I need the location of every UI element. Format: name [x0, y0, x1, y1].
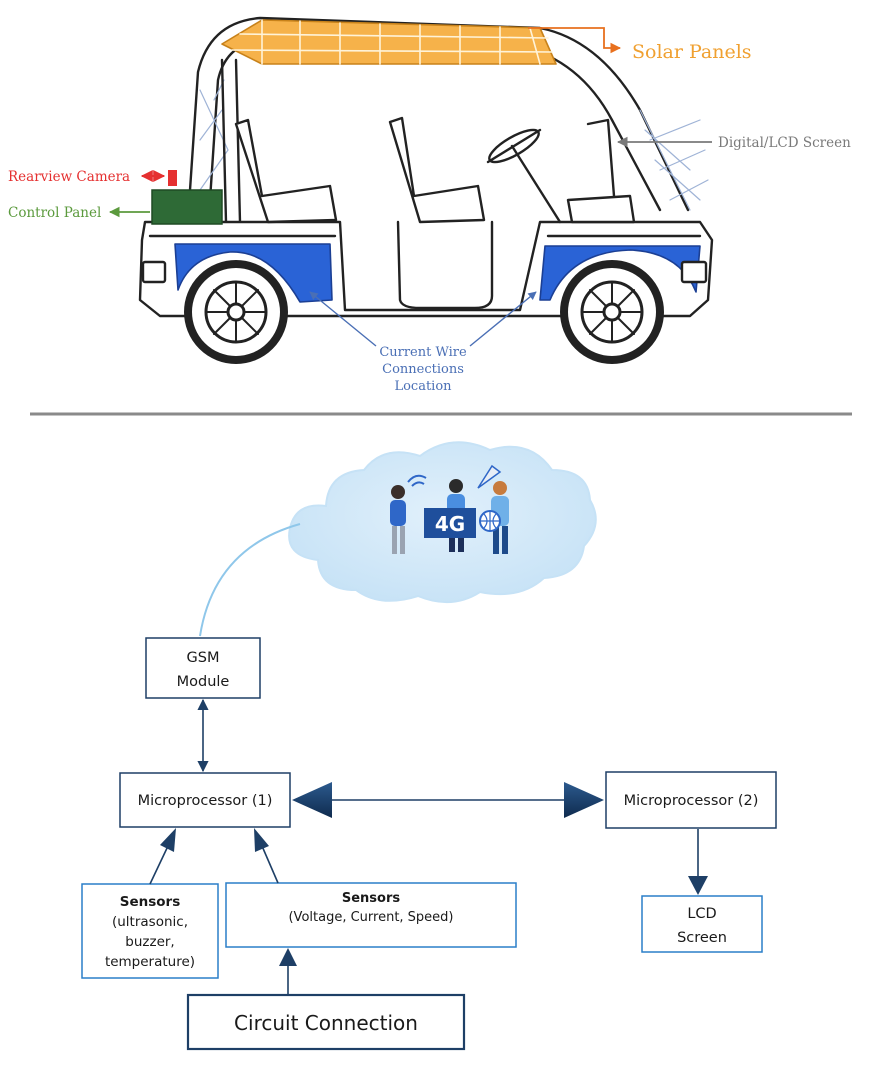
wire-label-line1: Current Wire: [379, 345, 467, 360]
rearview-camera-marker: [168, 170, 177, 186]
circuit-connection-box: [186, 993, 466, 1051]
gsm-module-line2: Module: [177, 674, 230, 690]
sensors2-arrowhead: [254, 828, 269, 852]
micro-link-arrowhead-right: [564, 782, 604, 818]
wire-arrow-right: [469, 291, 537, 347]
solar-panels-arrow: [528, 27, 622, 54]
sensors1-micro1-connector: [149, 845, 169, 885]
lcd-screen-box: [641, 895, 763, 953]
gsm-module-box: [145, 637, 261, 699]
circuit-connection-label: Circuit Connection: [234, 1011, 418, 1035]
micro-link-arrowhead-left: [292, 782, 332, 818]
lcd-screen-label: Digital/LCD Screen: [718, 135, 851, 151]
microprocessor-2-box: [605, 771, 777, 829]
sensors2-micro1-connector: [261, 845, 279, 884]
microprocessor-2-label: Microprocessor (2): [624, 793, 759, 809]
connectors: [149, 698, 708, 995]
circuit-arrowhead: [279, 948, 297, 966]
cloud-4g: 4G: [288, 441, 597, 604]
sensors-1-line2: buzzer,: [125, 934, 174, 950]
wire-label-line2: Connections: [382, 362, 464, 377]
gsm-module-line1: GSM: [187, 650, 220, 666]
solar-panels-label: Solar Panels: [632, 41, 752, 63]
lcd-screen-line1: LCD: [687, 906, 716, 922]
sensors1-arrowhead: [160, 828, 176, 852]
rear-wheel: [184, 260, 288, 364]
sensors-1-line1: (ultrasonic,: [112, 914, 188, 930]
lcd-arrowhead: [688, 876, 708, 895]
4g-badge-text: 4G: [435, 512, 465, 536]
wire-label-line3: Location: [394, 379, 452, 394]
wire-arrow-left: [309, 291, 377, 347]
4g-badge: [424, 508, 476, 538]
gsm-cloud-link: [199, 523, 301, 637]
sensors-1-box: [81, 883, 219, 979]
microprocessor-1-box: [119, 772, 291, 828]
control-panel-label: Control Panel: [8, 205, 101, 221]
sensors-1-line3: temperature): [105, 954, 195, 970]
solar-panel-grid: [221, 19, 557, 65]
control-panel-box: [151, 189, 223, 225]
lcd-screen-line2: Screen: [677, 930, 727, 946]
microprocessor-1-label: Microprocessor (1): [138, 793, 273, 809]
sensors-2-box: [225, 882, 517, 948]
golf-cart-illustration: [138, 16, 714, 364]
sensors-1-title: Sensors: [120, 894, 181, 910]
sensors-2-title: Sensors: [342, 891, 401, 906]
sensors-2-detail: (Voltage, Current, Speed): [288, 910, 453, 925]
rearview-camera-label: Rearview Camera: [8, 169, 130, 185]
front-wheel: [560, 260, 664, 364]
